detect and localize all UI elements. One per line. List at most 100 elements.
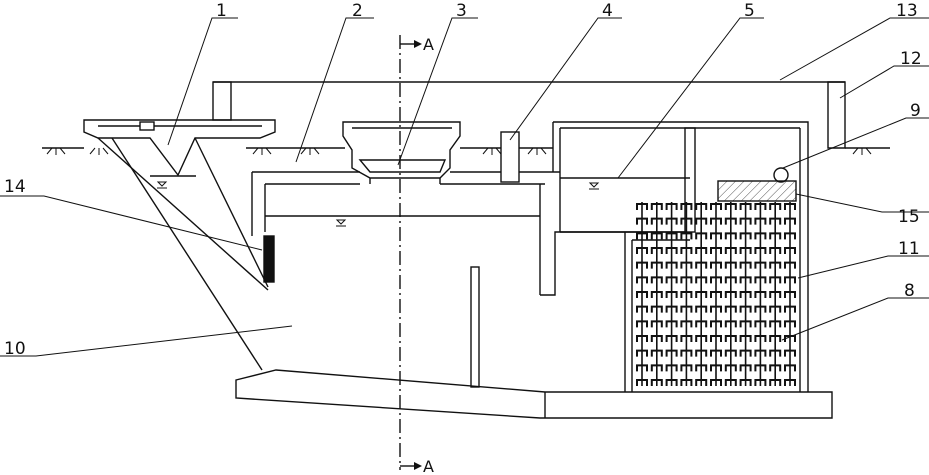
media-element bbox=[739, 379, 752, 386]
leader-15 bbox=[795, 193, 929, 213]
media-element bbox=[636, 291, 648, 298]
media-element bbox=[784, 379, 796, 386]
media-element bbox=[636, 276, 648, 284]
leader-3 bbox=[397, 17, 478, 166]
media-element bbox=[695, 379, 708, 386]
media-element bbox=[710, 261, 722, 269]
leader-2 bbox=[295, 17, 374, 163]
leader-12 bbox=[839, 65, 929, 99]
media-element bbox=[665, 203, 678, 210]
media-element bbox=[650, 276, 663, 284]
media-element bbox=[680, 203, 693, 210]
media-element bbox=[695, 217, 708, 225]
media-element bbox=[680, 349, 693, 357]
leader-13 bbox=[779, 17, 929, 81]
media-element bbox=[784, 232, 796, 240]
media-element bbox=[695, 349, 708, 357]
leader-4 bbox=[509, 17, 622, 141]
media-element bbox=[754, 232, 767, 240]
media-element bbox=[769, 320, 782, 328]
media-element bbox=[650, 335, 663, 342]
media-element bbox=[665, 335, 678, 342]
label-11: 11 bbox=[898, 239, 920, 259]
media-element bbox=[784, 247, 796, 254]
media-element bbox=[739, 291, 752, 298]
media-element bbox=[695, 247, 708, 254]
label-14: 14 bbox=[4, 177, 26, 197]
leader-14 bbox=[0, 195, 263, 251]
media-element bbox=[754, 349, 767, 357]
media-element bbox=[754, 217, 767, 225]
label-15: 15 bbox=[898, 207, 920, 227]
leader-10 bbox=[0, 325, 293, 357]
media-element bbox=[710, 364, 722, 372]
media-element bbox=[769, 364, 782, 372]
media-element bbox=[636, 320, 648, 328]
label-8: 8 bbox=[904, 281, 915, 301]
media-element bbox=[680, 291, 693, 298]
media-element bbox=[710, 379, 722, 386]
media-element bbox=[784, 364, 796, 372]
media-element bbox=[754, 276, 767, 284]
media-element bbox=[769, 247, 782, 254]
media-element bbox=[769, 217, 782, 225]
media-element bbox=[754, 261, 767, 269]
label-5: 5 bbox=[744, 1, 755, 21]
media-element bbox=[650, 305, 663, 313]
media-element bbox=[665, 349, 678, 357]
media-element bbox=[739, 320, 752, 328]
media-element bbox=[680, 379, 693, 386]
media-element bbox=[724, 379, 737, 386]
side-plate bbox=[263, 235, 275, 283]
media-element bbox=[710, 217, 722, 225]
section-label-bottom: A bbox=[423, 457, 434, 475]
media-element bbox=[710, 320, 722, 328]
inspection-opening bbox=[342, 121, 560, 185]
label-2: 2 bbox=[352, 1, 363, 21]
filter-board bbox=[717, 180, 797, 202]
media-element bbox=[710, 349, 722, 357]
media-element bbox=[724, 217, 737, 225]
media-element bbox=[695, 276, 708, 284]
media-element bbox=[724, 203, 737, 210]
label-9: 9 bbox=[910, 101, 921, 121]
label-10: 10 bbox=[4, 339, 26, 359]
media-element bbox=[769, 335, 782, 342]
media-element bbox=[724, 349, 737, 357]
media-element bbox=[650, 247, 663, 254]
media-element bbox=[754, 203, 767, 210]
media-element bbox=[724, 276, 737, 284]
media-element bbox=[650, 320, 663, 328]
media-element bbox=[636, 232, 648, 240]
media-element bbox=[784, 320, 796, 328]
media-element bbox=[754, 247, 767, 254]
media-element bbox=[695, 232, 708, 240]
media-element bbox=[754, 364, 767, 372]
media-element bbox=[636, 203, 648, 210]
media-element bbox=[636, 364, 648, 372]
float-ball bbox=[773, 167, 789, 183]
media-element bbox=[680, 335, 693, 342]
media-element bbox=[739, 261, 752, 269]
media-element bbox=[680, 217, 693, 225]
media-element bbox=[724, 261, 737, 269]
media-element bbox=[710, 203, 722, 210]
media-element bbox=[710, 232, 722, 240]
media-element bbox=[636, 335, 648, 342]
leader-11 bbox=[797, 255, 929, 279]
media-element bbox=[680, 276, 693, 284]
media-element bbox=[769, 232, 782, 240]
media-element bbox=[650, 364, 663, 372]
section-arrow-top bbox=[400, 40, 422, 48]
media-element bbox=[680, 247, 693, 254]
vent-pipe bbox=[212, 81, 846, 149]
media-element bbox=[784, 291, 796, 298]
leader-9 bbox=[782, 117, 929, 169]
media-element bbox=[739, 276, 752, 284]
media-element bbox=[665, 247, 678, 254]
media-element bbox=[650, 203, 663, 210]
label-13: 13 bbox=[896, 1, 918, 21]
connector-pipe bbox=[500, 131, 520, 183]
media-element bbox=[695, 320, 708, 328]
